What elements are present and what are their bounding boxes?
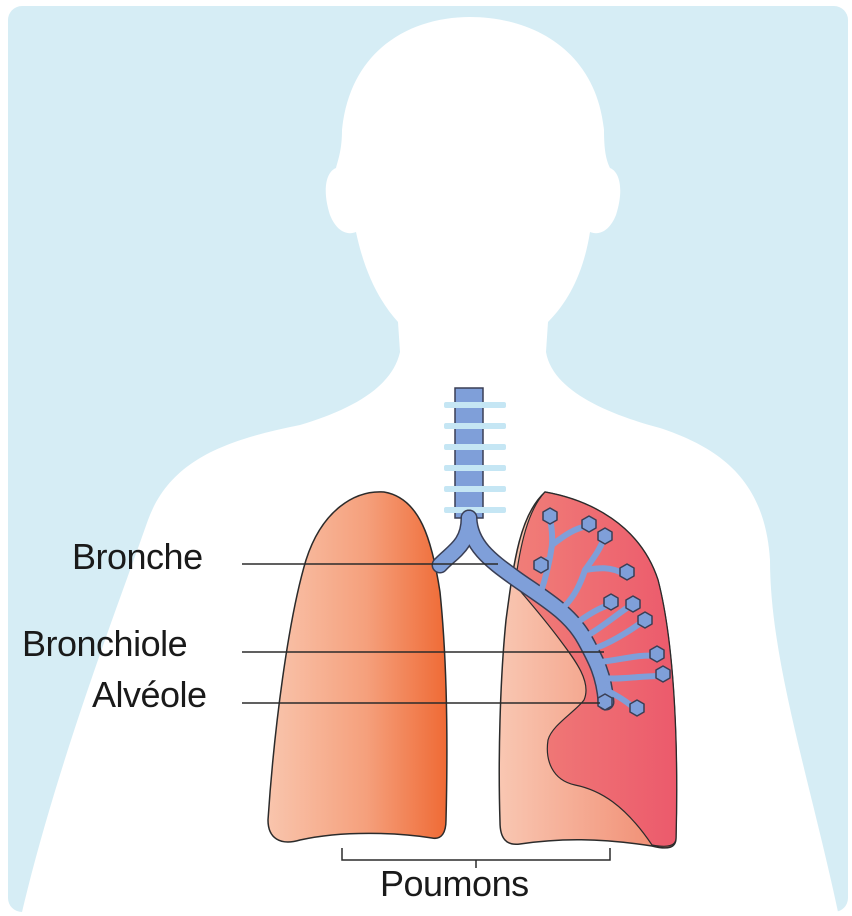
bronchiole-label: Bronchiole	[22, 626, 187, 662]
bronche-label: Bronche	[72, 539, 203, 575]
alveole-label: Alvéole	[92, 677, 207, 713]
poumons-label: Poumons	[380, 866, 529, 902]
